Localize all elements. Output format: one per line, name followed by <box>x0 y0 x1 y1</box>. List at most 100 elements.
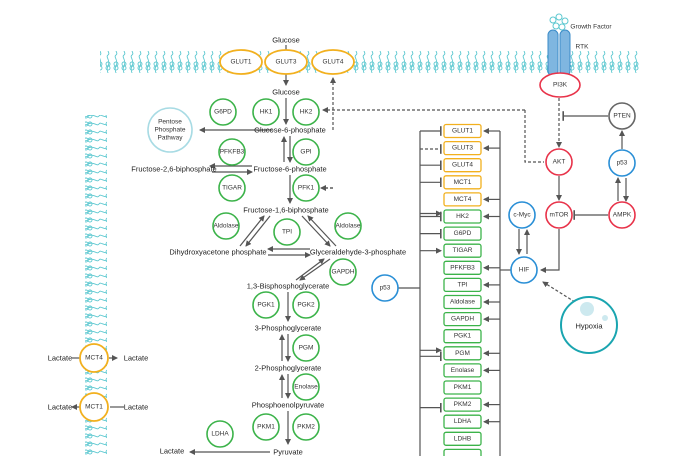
enzyme-aldolase[interactable]: Aldolase <box>334 212 362 240</box>
target-gene-tigar[interactable]: TIGAR <box>443 243 482 258</box>
enzyme-pfk1[interactable]: PFK1 <box>292 174 320 202</box>
metabolite-f26bp: Fructose-2,6-biphosphate <box>131 165 216 174</box>
target-gene-more[interactable] <box>443 448 482 456</box>
enzyme-hk1-shape <box>252 98 280 126</box>
pi3k[interactable]: PI3K <box>539 72 581 98</box>
hypoxia[interactable]: Hypoxia <box>560 296 618 354</box>
metabolite-pg2: 2-Phosphoglycerate <box>255 364 322 373</box>
enzyme-tpi[interactable]: TPI <box>273 218 301 246</box>
target-gene-mct1[interactable]: MCT1 <box>443 175 482 190</box>
target-gene-g6pd[interactable]: G6PD <box>443 226 482 241</box>
enzyme-ldha-shape <box>206 420 234 448</box>
target-gene-ldha[interactable]: LDHA <box>443 414 482 429</box>
transporter-glut3[interactable]: GLUT3 <box>264 49 308 75</box>
enzyme-aldolase-label: Aldolase <box>336 223 361 230</box>
growth-factor-label: Growth Factor <box>570 24 612 31</box>
enzyme-gapdh-shape <box>329 258 357 286</box>
enzyme-gpi-label: GPI <box>300 149 311 156</box>
transporter-mct4[interactable]: MCT4 <box>79 343 109 373</box>
node-pten[interactable]: PTEN <box>608 102 636 130</box>
node-p53_right-shape <box>608 149 636 177</box>
enzyme-gapdh[interactable]: GAPDH <box>329 258 357 286</box>
target-gene-ldhb[interactable]: LDHB <box>443 431 482 446</box>
transporter-glut1[interactable]: GLUT1 <box>219 49 263 75</box>
target-gene-pkm2[interactable]: PKM2 <box>443 397 482 412</box>
transporter-mct1[interactable]: MCT1 <box>79 392 109 422</box>
node-mtor[interactable]: mTOR <box>545 201 573 229</box>
enzyme-pkm2[interactable]: PKM2 <box>292 413 320 441</box>
enzyme-ldha[interactable]: LDHA <box>206 420 234 448</box>
lactate-inside: Lactate <box>124 354 149 363</box>
enzyme-gpi[interactable]: GPI <box>292 138 320 166</box>
metabolite-g3p: Glyceraldehyde-3-phosphate <box>310 248 406 257</box>
node-ampk[interactable]: AMPK <box>608 201 636 229</box>
enzyme-pgk1[interactable]: PGK1 <box>252 291 280 319</box>
metabolite-bpg13: 1,3-Bisphosphoglycerate <box>247 282 330 291</box>
target-gene-label: MCT4 <box>454 196 472 203</box>
node-cmyc-shape <box>508 201 536 229</box>
growth-factor-molecule <box>549 16 557 24</box>
enzyme-enolase-shape <box>292 373 320 401</box>
target-gene-label: LDHA <box>454 418 472 425</box>
target-gene-enolase[interactable]: Enolase <box>443 363 482 378</box>
hypoxia-label: Hypoxia <box>575 322 603 331</box>
enzyme-pfk1-label: PFK1 <box>298 185 315 192</box>
node-p53_right[interactable]: p53 <box>608 149 636 177</box>
enzyme-g6pd[interactable]: G6PD <box>209 98 237 126</box>
enzyme-pgk1-label: PGK1 <box>257 302 275 309</box>
metabolite-g6p: Glucose-6-phosphate <box>254 126 326 135</box>
target-gene-glut4[interactable]: GLUT4 <box>443 158 482 173</box>
target-gene-hk2[interactable]: HK2 <box>443 209 482 224</box>
node-cmyc[interactable]: c-Myc <box>508 201 536 229</box>
enzyme-pgk2[interactable]: PGK2 <box>292 291 320 319</box>
target-gene-label: PFKFB3 <box>450 264 475 271</box>
growth-factor-molecule <box>558 23 566 31</box>
node-pten-label: PTEN <box>613 113 631 120</box>
target-gene-pkm1[interactable]: PKM1 <box>443 380 482 395</box>
target-gene-label: PGK1 <box>454 333 472 340</box>
enzyme-tigar[interactable]: TIGAR <box>218 174 246 202</box>
metabolite-dhap: Dihydroxyacetone phosphate <box>169 248 266 257</box>
enzyme-pgm-shape <box>292 334 320 362</box>
node-p53_left[interactable]: p53 <box>371 274 399 302</box>
target-gene-label: GLUT4 <box>452 162 473 169</box>
node-p53_right-label: p53 <box>617 160 628 167</box>
target-gene-label: PKM1 <box>454 384 472 391</box>
node-akt[interactable]: AKT <box>545 148 573 176</box>
node-pten-shape <box>608 102 636 130</box>
target-gene-label: LDHB <box>454 435 471 442</box>
pathway-arrows <box>71 45 629 456</box>
metabolite-f6p: Fructose-6-phosphate <box>253 165 326 174</box>
target-gene-glut3[interactable]: GLUT3 <box>443 140 482 156</box>
node-mtor-shape <box>545 201 573 229</box>
target-gene-gapdh[interactable]: GAPDH <box>443 311 482 327</box>
enzyme-aldolase-shape <box>212 212 240 240</box>
target-gene-pfkfb3[interactable]: PFKFB3 <box>443 260 482 275</box>
enzyme-g6pd-label: G6PD <box>214 109 232 116</box>
enzyme-aldolase-label: Aldolase <box>214 223 239 230</box>
node-cmyc-label: c-Myc <box>513 212 531 219</box>
target-gene-pgk1[interactable]: PGK1 <box>443 329 482 344</box>
lactate-outside: Lactate <box>48 403 73 412</box>
enzyme-hk1[interactable]: HK1 <box>252 98 280 126</box>
target-gene-pgm[interactable]: PGM <box>443 346 482 361</box>
pentose-phosphate-pathway <box>147 107 193 153</box>
transporter-glut4[interactable]: GLUT4 <box>311 49 355 75</box>
target-gene-tpi[interactable]: TPI <box>443 277 482 293</box>
enzyme-pkm1[interactable]: PKM1 <box>252 413 280 441</box>
node-hif[interactable]: HIF <box>510 256 538 284</box>
target-gene-glut1[interactable]: GLUT1 <box>443 123 482 139</box>
target-gene-label: G6PD <box>454 230 472 237</box>
enzyme-aldolase[interactable]: Aldolase <box>212 212 240 240</box>
enzyme-hk2[interactable]: HK2 <box>292 98 320 126</box>
enzyme-g6pd-shape <box>209 98 237 126</box>
lactate-outside: Lactate <box>48 354 73 363</box>
transporter-label: GLUT4 <box>323 59 344 66</box>
metabolite-glucose_in: Glucose <box>272 88 300 97</box>
target-gene-mct4[interactable]: MCT4 <box>443 192 482 207</box>
enzyme-enolase[interactable]: Enolase <box>292 373 320 401</box>
target-gene-aldolase[interactable]: Aldolase <box>443 294 482 310</box>
target-gene-label: GLUT1 <box>452 128 473 135</box>
enzyme-pgm[interactable]: PGM <box>292 334 320 362</box>
enzyme-pfkfb3[interactable]: PFKFB3 <box>218 138 246 166</box>
